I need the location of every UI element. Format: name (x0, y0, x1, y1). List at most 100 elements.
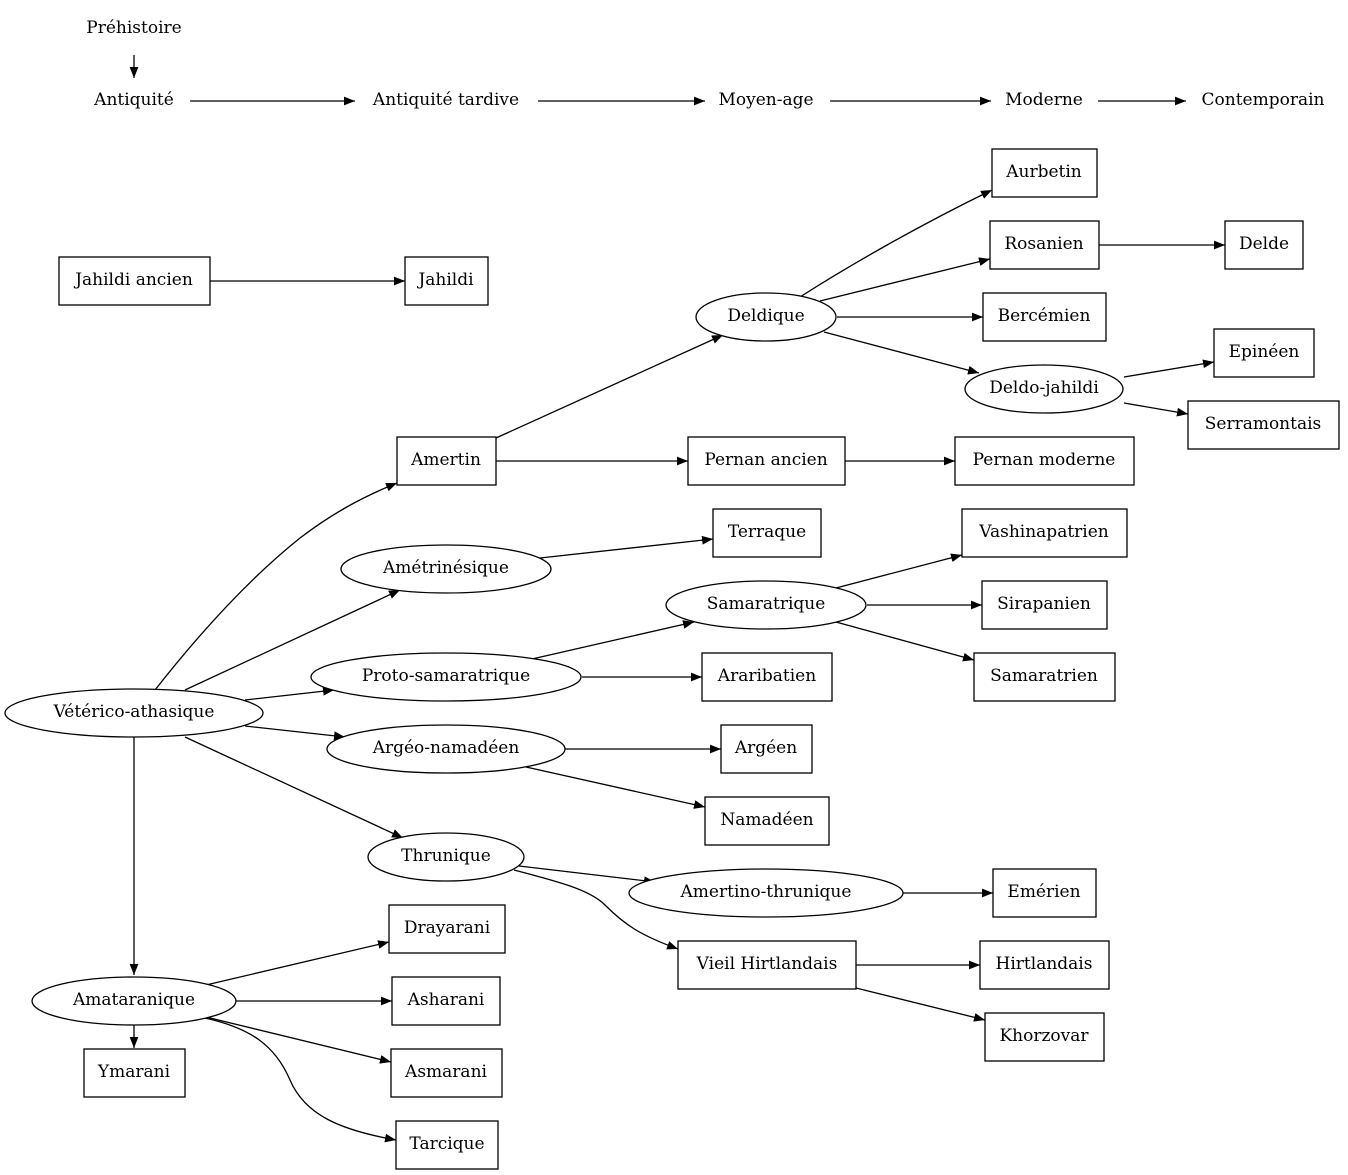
edges (129, 55, 1225, 1143)
node-vieil-hirtlandais: Vieil Hirtlandais (677, 940, 857, 990)
nodes: Jahildi ancien Jahildi Aurbetin Rosanien… (4, 148, 1340, 1170)
node-emerien-label: Emérien (1007, 882, 1080, 902)
node-amertino-thrunique: Amertino-thrunique (628, 868, 904, 918)
node-argeo-namadeen: Argéo-namadéen (326, 724, 566, 774)
node-proto-samaratrique: Proto-samaratrique (310, 652, 582, 702)
node-samaratrien-label: Samaratrien (990, 666, 1098, 686)
node-deldique: Deldique (695, 292, 837, 342)
edge-veterico-proto-samaratrique (244, 686, 335, 701)
edge-proto-samaratrique-samaratrique (531, 620, 695, 660)
edge-thrunique-amertino-thrunique (518, 865, 656, 886)
node-amertin-label: Amertin (410, 450, 481, 470)
node-argeen: Argéen (720, 724, 813, 774)
node-samaratrien: Samaratrien (973, 652, 1116, 702)
node-deldo-jahildi: Deldo-jahildi (964, 364, 1124, 414)
node-tarcique: Tarcique (395, 1120, 499, 1170)
edge-samaratrique-samaratrien (835, 621, 975, 662)
timeline-antiquite: Antiquité (93, 90, 174, 110)
node-veterico-athasique: Vétérico-athasique (4, 688, 264, 738)
node-ymarani-label: Ymarani (97, 1062, 171, 1082)
node-samaratrique-label: Samaratrique (707, 594, 826, 614)
edge-veterico-ametrinesique (184, 589, 401, 691)
node-namadeen-label: Namadéen (720, 810, 813, 830)
node-pernan-ancien: Pernan ancien (687, 436, 846, 486)
node-araribatien: Araribatien (701, 652, 833, 702)
node-sirapanien-label: Sirapanien (997, 594, 1091, 614)
timeline: Préhistoire Antiquité Antiquité tardive … (86, 18, 1324, 110)
node-serramontais-label: Serramontais (1205, 414, 1322, 434)
node-jahildi: Jahildi (404, 256, 489, 306)
node-ametrinesique: Amétrinésique (340, 544, 552, 594)
node-aurbetin-label: Aurbetin (1005, 162, 1082, 182)
timeline-moderne: Moderne (1005, 90, 1083, 110)
edge-vieil-hirtlandais-khorzovar (855, 987, 986, 1022)
node-khorzovar: Khorzovar (984, 1012, 1105, 1062)
edge-deldique-rosanien (819, 257, 991, 302)
edge-veterico-thrunique (184, 736, 404, 839)
node-rosanien: Rosanien (989, 220, 1100, 270)
edge-deldique-deldo-jahildi (823, 331, 980, 375)
node-vieil-hirtlandais-label: Vieil Hirtlandais (696, 954, 838, 974)
node-amataranique: Amataranique (31, 976, 237, 1026)
node-samaratrique: Samaratrique (665, 580, 867, 630)
node-ymarani: Ymarani (83, 1048, 186, 1098)
node-drayarani: Drayarani (388, 904, 506, 954)
edge-argeo-namadeen-namadeen (525, 766, 706, 809)
edge-amataranique-tarcique (204, 1017, 397, 1143)
edge-samaratrique-vashinapatrien (835, 553, 963, 589)
edge-amataranique-asmarani (205, 1016, 392, 1064)
node-namadeen: Namadéen (704, 796, 830, 846)
node-asharani: Asharani (391, 976, 501, 1026)
node-jahildi-ancien: Jahildi ancien (58, 256, 211, 306)
edge-deldo-jahildi-epineen (1123, 359, 1215, 378)
edge-amataranique-drayarani (205, 940, 390, 986)
node-argeo-namadeen-label: Argéo-namadéen (372, 738, 520, 758)
edge-veterico-argeo-namadeen (244, 725, 346, 741)
node-aurbetin: Aurbetin (991, 148, 1098, 198)
node-vashinapatrien: Vashinapatrien (961, 508, 1128, 558)
node-terraque-label: Terraque (728, 522, 806, 542)
node-khorzovar-label: Khorzovar (999, 1026, 1089, 1046)
node-terraque: Terraque (712, 508, 822, 558)
node-epineen: Epinéen (1213, 328, 1315, 378)
node-delde: Delde (1224, 220, 1304, 270)
timeline-prehistoire: Préhistoire (86, 18, 181, 38)
node-jahildi-ancien-label: Jahildi ancien (73, 270, 193, 290)
node-deldique-label: Deldique (727, 306, 804, 326)
node-rosanien-label: Rosanien (1004, 234, 1083, 254)
edge-thrunique-vieil-hirtlandais (513, 869, 679, 950)
node-amataranique-label: Amataranique (72, 990, 195, 1010)
node-bercemien-label: Bercémien (998, 306, 1091, 326)
node-thrunique-label: Thrunique (401, 846, 491, 866)
node-delde-label: Delde (1239, 234, 1289, 254)
node-hirtlandais: Hirtlandais (979, 940, 1110, 990)
node-asharani-label: Asharani (407, 990, 485, 1010)
edge-deldo-jahildi-serramontais (1123, 402, 1189, 417)
node-araribatien-label: Araribatien (717, 666, 816, 686)
node-drayarani-label: Drayarani (404, 918, 491, 938)
node-deldo-jahildi-label: Deldo-jahildi (989, 378, 1099, 398)
edge-ametrinesique-terraque (539, 535, 714, 559)
node-argeen-label: Argéen (734, 738, 797, 758)
node-serramontais: Serramontais (1187, 400, 1340, 450)
edge-amertin-deldique (495, 334, 724, 439)
node-ametrinesique-label: Amétrinésique (382, 558, 509, 578)
node-asmarani: Asmarani (390, 1048, 503, 1098)
node-jahildi-label: Jahildi (416, 270, 474, 290)
node-bercemien: Bercémien (982, 292, 1107, 342)
node-pernan-ancien-label: Pernan ancien (704, 450, 827, 470)
node-pernan-moderne: Pernan moderne (954, 436, 1135, 486)
node-asmarani-label: Asmarani (404, 1062, 487, 1082)
node-emerien: Emérien (992, 868, 1097, 918)
node-sirapanien: Sirapanien (981, 580, 1108, 630)
node-amertin: Amertin (396, 436, 497, 486)
timeline-moyen-age: Moyen-age (718, 90, 813, 110)
node-thrunique: Thrunique (367, 832, 525, 882)
edge-deldique-aurbetin (799, 189, 993, 298)
edge-veterico-amertin (154, 482, 398, 691)
timeline-antiquite-tardive: Antiquité tardive (372, 90, 519, 110)
node-epineen-label: Epinéen (1229, 342, 1300, 362)
node-amertino-thrunique-label: Amertino-thrunique (680, 882, 852, 902)
node-pernan-moderne-label: Pernan moderne (973, 450, 1116, 470)
